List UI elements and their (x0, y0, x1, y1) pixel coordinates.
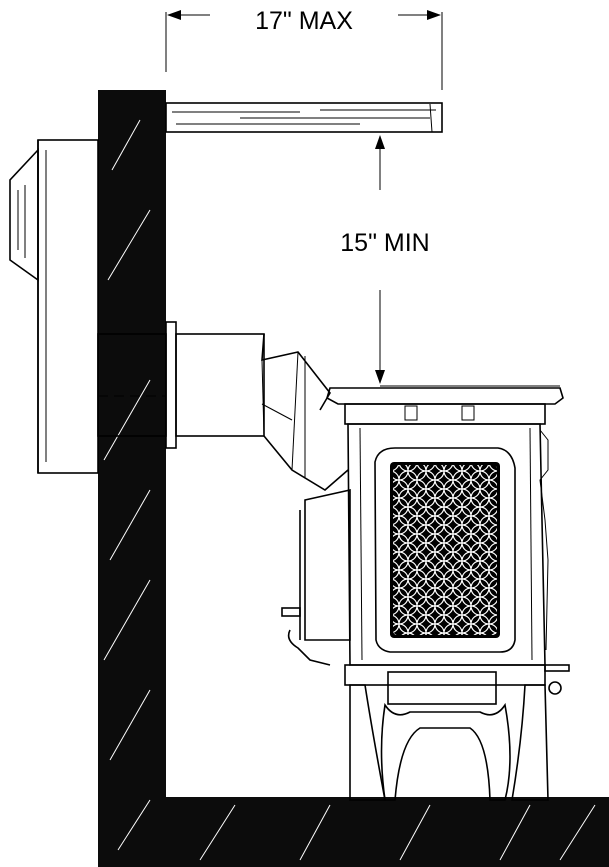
lattice-window (390, 462, 534, 660)
mantle (165, 102, 443, 133)
lattice-ring (507, 507, 525, 525)
lattice-ring (516, 642, 534, 660)
lattice-ring (488, 470, 497, 490)
stove (281, 385, 570, 801)
lattice-ring (488, 506, 497, 526)
lattice-ring (444, 642, 462, 660)
lattice-ring (507, 597, 525, 615)
lattice-ring (452, 632, 472, 635)
lattice-ring (498, 606, 516, 624)
lattice-ring (498, 570, 516, 588)
dimension-mantle-clearance: 15" MIN (340, 135, 430, 384)
lattice-ring (408, 642, 426, 660)
lattice-ring (498, 534, 516, 552)
dimension-mantle-depth: 17" MAX (165, 7, 443, 90)
lattice-ring (488, 524, 497, 544)
lattice-ring (390, 642, 408, 660)
lattice-ring (488, 614, 497, 634)
lattice-ring (470, 632, 490, 635)
lattice-ring (516, 462, 534, 480)
lattice-ring (480, 642, 498, 660)
lattice-ring (507, 543, 525, 561)
lattice-ring (516, 498, 534, 516)
lattice-ring (507, 633, 525, 651)
lattice-ring (488, 488, 497, 508)
lattice-ring (507, 579, 525, 597)
lattice-ring (488, 542, 497, 562)
vent-pipe (97, 321, 349, 491)
lattice-ring (434, 632, 454, 635)
lattice-ring (498, 480, 516, 498)
lattice-ring (488, 596, 497, 616)
lattice-ring (488, 560, 497, 580)
lattice-ring (516, 480, 534, 498)
lattice-ring (488, 578, 497, 598)
lattice-ring (498, 552, 516, 570)
lattice-ring (507, 471, 525, 489)
lattice-ring (416, 632, 436, 635)
mantle-clearance-label: 15" MIN (340, 229, 429, 257)
lattice-ring (498, 588, 516, 606)
lattice-ring (507, 561, 525, 579)
wall (98, 90, 609, 867)
lattice-ring (507, 525, 525, 543)
lattice-ring (498, 498, 516, 516)
vent-termination-cap (9, 139, 99, 474)
lattice-ring (398, 632, 418, 635)
mantle-depth-label: 17" MAX (255, 7, 353, 35)
lattice-ring (498, 462, 516, 480)
lattice-ring (462, 642, 480, 660)
lattice-ring (498, 516, 516, 534)
lattice-ring (507, 615, 525, 633)
lattice-ring (426, 642, 444, 660)
lattice-ring (498, 624, 516, 642)
lattice-ring (507, 489, 525, 507)
